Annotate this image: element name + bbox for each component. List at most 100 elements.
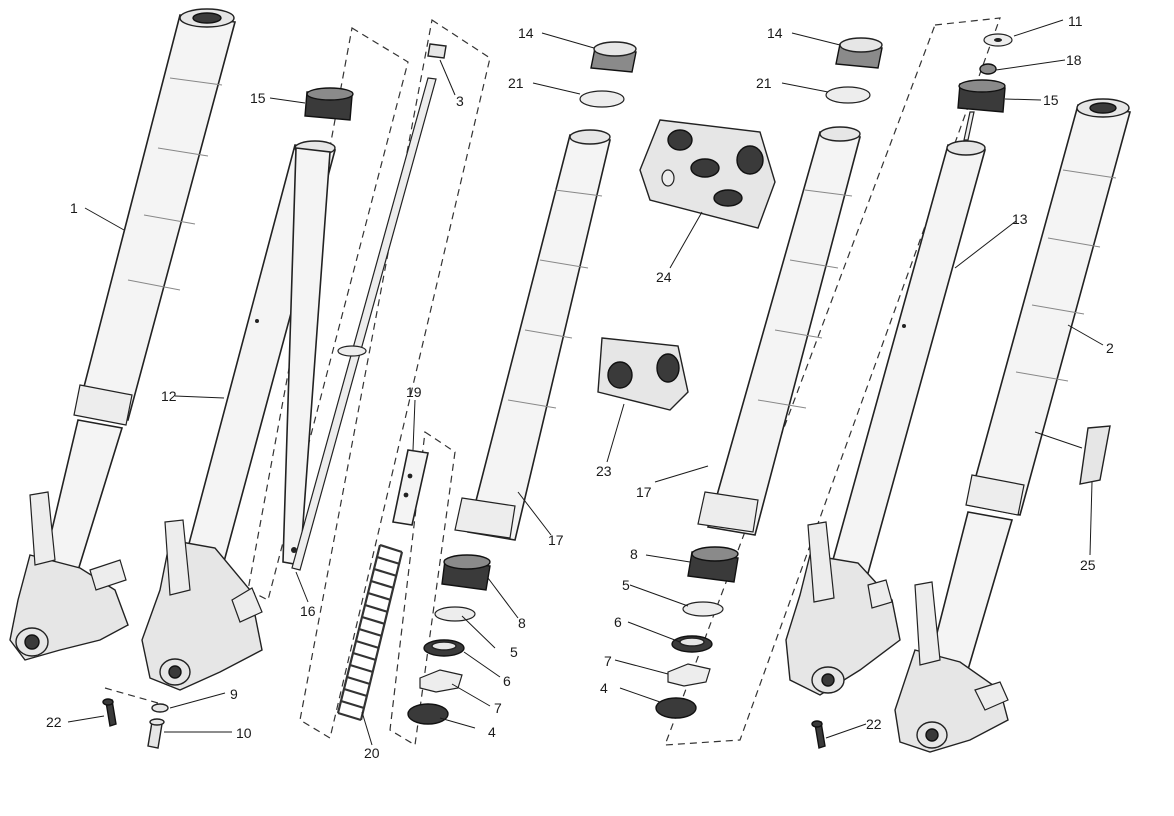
part-14-21-left: [579, 41, 637, 108]
cap-14-right-top: [839, 37, 883, 53]
damper-rod-3-shaft: [291, 77, 437, 571]
part-14-21-right: [825, 37, 883, 104]
right-inner-slider: [785, 140, 987, 696]
right-slider-axle-inner: [821, 673, 835, 687]
right-brake-mount: [914, 581, 1009, 711]
label-12: 12: [161, 388, 177, 404]
label-2: 2: [1106, 340, 1114, 356]
right-outer-tube: [966, 104, 1132, 516]
tube-17-left-top: [569, 129, 611, 145]
left-brake-mount: [29, 491, 127, 591]
part-17-right: [697, 126, 862, 536]
label-8-left: 8: [518, 615, 526, 631]
tube-17-right-bands: [757, 189, 853, 409]
right-tube-top-hole: [1089, 102, 1117, 114]
label-14-right: 14: [767, 25, 783, 41]
ring-21-right: [825, 86, 871, 104]
part-15-left: [304, 87, 354, 121]
label-10: 10: [236, 725, 252, 741]
left-slider-hole: [255, 319, 259, 323]
spacer-19-body: [392, 449, 429, 526]
part-11-washer: [983, 33, 1013, 47]
hardware: [102, 698, 826, 749]
right-slider-top: [946, 140, 986, 156]
part-4-right-cap: [655, 697, 697, 719]
tube-17-right-top: [819, 126, 861, 142]
label-15-right: 15: [1043, 92, 1059, 108]
ring-21-left: [579, 90, 625, 108]
screw-10-head: [149, 718, 165, 726]
tube-17-left: [467, 134, 611, 541]
cap-14-left-top: [593, 41, 637, 57]
label-20: 20: [364, 745, 380, 761]
label-6-left: 6: [503, 673, 511, 689]
tube-17-left-bands: [507, 189, 603, 409]
bolt-22-left-head: [102, 698, 114, 706]
label-21-right: 21: [756, 75, 772, 91]
label-17-left: 17: [548, 532, 564, 548]
left-seal-stack: [407, 554, 491, 725]
label-14-left: 14: [518, 25, 534, 41]
washer-11-hole: [994, 38, 1002, 42]
label-17-right: 17: [636, 484, 652, 500]
part-25-guard: [1079, 425, 1111, 485]
part-5-left-washer: [434, 606, 476, 622]
cap-15-right-stud: [963, 111, 975, 141]
tube-17-left-bushing: [454, 497, 516, 539]
part-6-left-seal-inner: [431, 641, 457, 651]
right-axle-hole-inner: [925, 728, 939, 742]
right-tube-bands: [1015, 169, 1117, 382]
part-20-spring: [336, 543, 404, 722]
leader-lines: [67, 19, 1104, 746]
damper-rod-3-nut: [427, 43, 447, 59]
part-23-kit: [597, 337, 689, 411]
right-tube-seal-ring: [965, 474, 1025, 516]
part-5-right-washer: [682, 601, 724, 617]
left-slider-axle-inner: [168, 665, 182, 679]
cap-15-left-top: [306, 87, 354, 101]
part-8-right-top: [691, 546, 739, 562]
part-18-nut: [979, 63, 997, 75]
nut-18: [979, 63, 997, 75]
label-19: 19: [406, 384, 422, 400]
left-slider-caliper-mount: [164, 519, 263, 623]
label-7-right: 7: [604, 653, 612, 669]
tube-17-right-bushing: [697, 491, 759, 533]
kit-24-item-3: [736, 145, 764, 175]
part-4-left-cap: [407, 703, 449, 725]
part-8-left-top: [443, 554, 491, 570]
kit-24-item-2: [690, 158, 720, 178]
kit-23-item-1: [607, 361, 633, 389]
outline-left-damper-rod: [299, 19, 491, 739]
left-tube-top-hole: [192, 12, 222, 24]
label-8-right: 8: [630, 546, 638, 562]
label-7-left: 7: [494, 700, 502, 716]
bolt-22-right-head: [811, 720, 823, 728]
label-21-left: 21: [508, 75, 524, 91]
washer-9: [151, 703, 169, 713]
left-tube-seal-ring: [73, 384, 133, 426]
label-9: 9: [230, 686, 238, 702]
label-11: 11: [1068, 13, 1083, 29]
label-13: 13: [1012, 211, 1028, 227]
label-24: 24: [656, 269, 672, 285]
left-fork-leg: [9, 8, 237, 661]
label-5-left: 5: [510, 644, 518, 660]
label-23: 23: [596, 463, 612, 479]
kit-24-item-5: [713, 189, 743, 207]
screw-10-shank: [147, 721, 163, 749]
spacer-19-hole-2: [403, 492, 409, 498]
part-7-left-clip: [419, 669, 463, 693]
label-1: 1: [70, 200, 78, 216]
label-22-left: 22: [46, 714, 62, 730]
label-15-left: 15: [250, 90, 266, 106]
cartridge-16-hole: [291, 547, 297, 553]
kit-23-item-2: [656, 353, 680, 383]
label-16: 16: [300, 603, 316, 619]
part-19-spacer: [392, 449, 429, 526]
right-seal-stack: [655, 546, 739, 719]
damper-rod-3-clip: [337, 345, 367, 357]
label-5-right: 5: [622, 577, 630, 593]
part-7-right-clip: [667, 663, 711, 687]
